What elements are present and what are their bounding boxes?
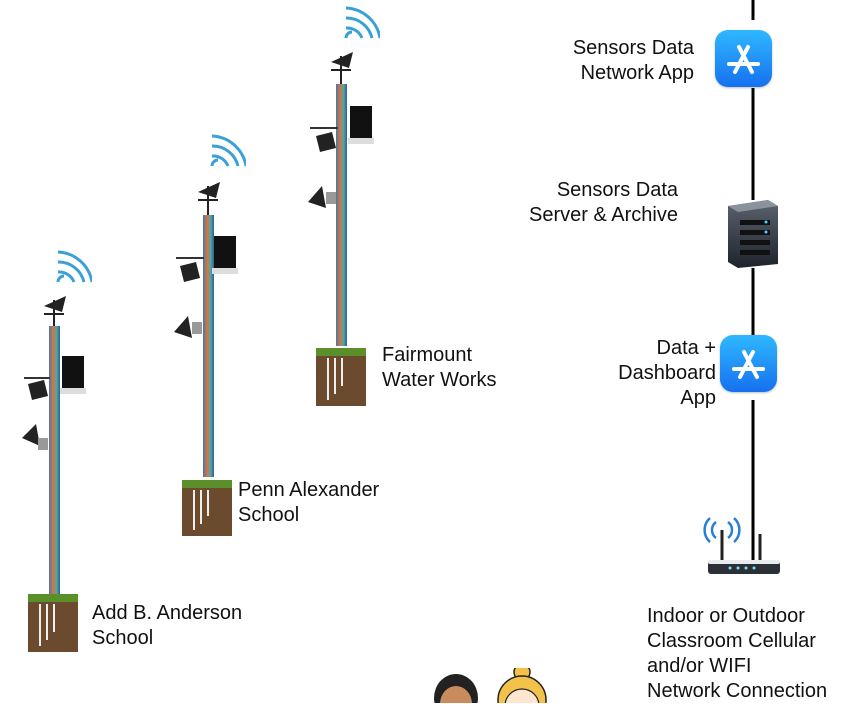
station-name-line2: School — [92, 627, 154, 649]
station-label: Add B. Anderson School — [92, 601, 242, 651]
server-icon — [728, 200, 778, 268]
station-name-line1: Penn Alexander — [238, 479, 380, 501]
server-label: Sensors Data Server & Archive — [500, 178, 678, 228]
app-store-icon — [715, 30, 772, 87]
app-store-icon — [720, 335, 777, 392]
router-icon — [703, 517, 780, 574]
station-name-line2: Water Works — [382, 369, 497, 391]
wifi-icon — [210, 134, 246, 167]
avatar — [497, 668, 547, 703]
station-name-line1: Fairmount — [382, 344, 473, 366]
dashboard-app-label-line1: Data + — [656, 337, 716, 359]
connection-label-line3: and/or WIFI — [647, 655, 752, 677]
wind-vane-icon — [44, 296, 66, 326]
connection-label-line1: Indoor or Outdoor — [647, 605, 805, 627]
network-app-label-line2: Network App — [580, 62, 694, 84]
wifi-icon — [344, 6, 380, 39]
station-name-line1: Add B. Anderson — [92, 602, 243, 624]
dashboard-app-label-line2: Dashboard — [618, 362, 716, 384]
server-label-line1: Sensors Data — [556, 179, 678, 201]
server-label-line2: Server & Archive — [529, 204, 678, 226]
station-label: Penn Alexander School — [238, 478, 379, 528]
wifi-icon — [56, 250, 92, 283]
dashboard-app-label-line3: App — [680, 387, 716, 409]
wind-vane-icon — [331, 52, 353, 84]
connection-label-line2: Classroom Cellular — [647, 630, 816, 652]
dashboard-app-label: Data + Dashboard App — [600, 336, 716, 411]
station-label: Fairmount Water Works — [382, 343, 496, 393]
connection-label: Indoor or Outdoor Classroom Cellular and… — [647, 604, 827, 704]
avatar — [434, 674, 478, 703]
wind-vane-icon — [198, 182, 220, 215]
station-name-line2: School — [238, 504, 300, 526]
network-app-label: Sensors Data Network App — [520, 36, 694, 86]
network-app-label-line1: Sensors Data — [572, 37, 694, 59]
student-avatars — [434, 668, 547, 703]
connection-label-line4: Network Connection — [647, 680, 828, 702]
